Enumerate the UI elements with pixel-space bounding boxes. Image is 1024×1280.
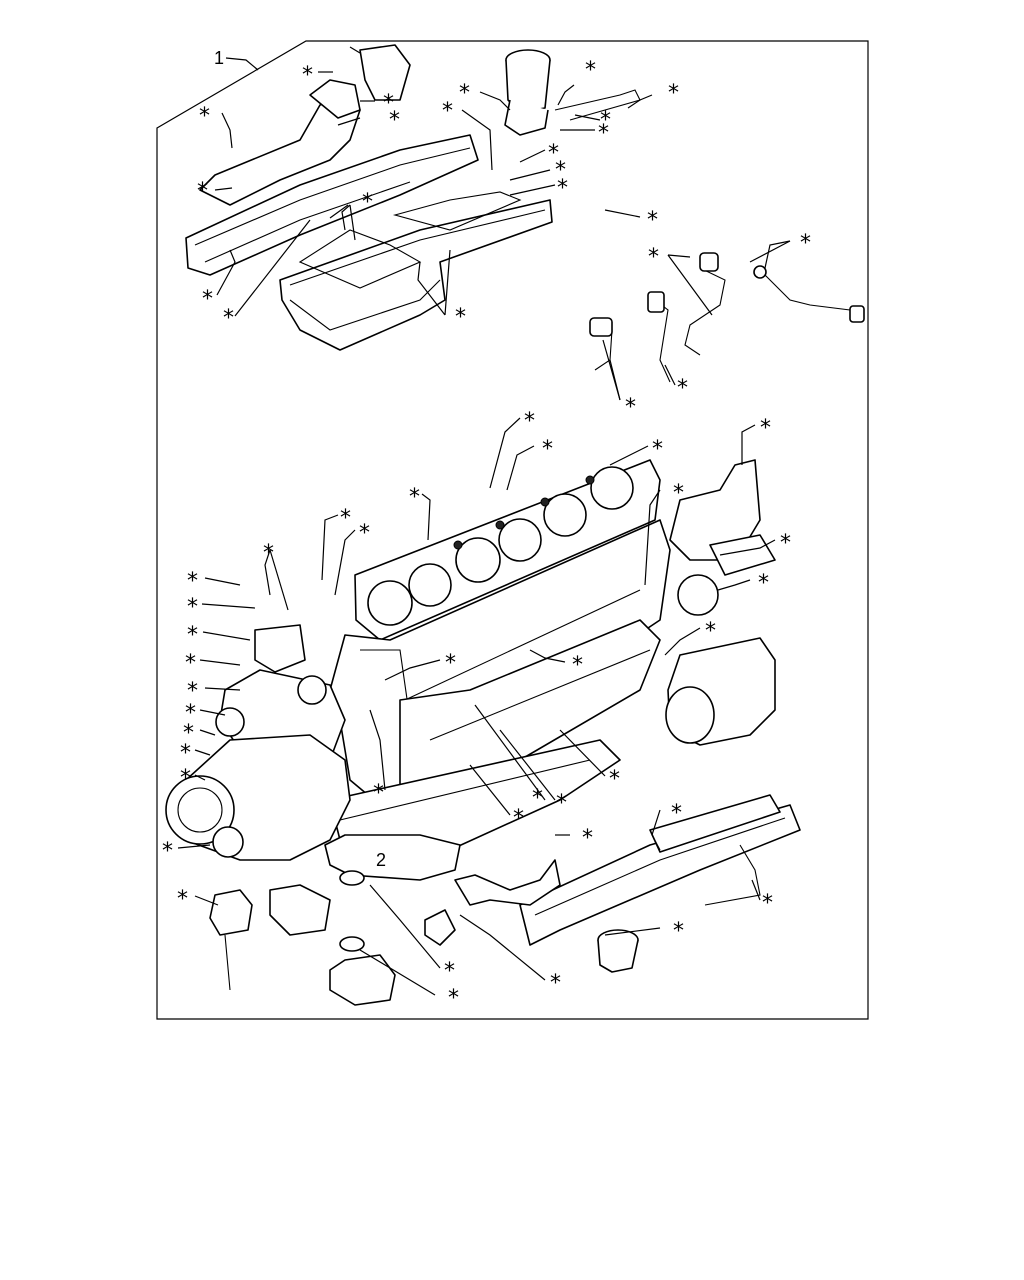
callout-marker: * [187, 595, 198, 620]
callout-marker: * [780, 531, 791, 556]
callout-marker: * [800, 231, 811, 256]
callout-marker: * [187, 679, 198, 704]
callout-marker: * [760, 416, 771, 441]
oil-filler-neck [504, 49, 551, 136]
callout-marker: * [758, 571, 769, 596]
breather-pipe [554, 89, 641, 121]
rear-crank-seal [677, 574, 719, 616]
callout-marker: * [548, 141, 559, 166]
callout-marker: * [762, 891, 773, 916]
callout-marker: * [647, 208, 658, 233]
thermostat-housing [209, 889, 253, 991]
callout-marker: * [557, 176, 568, 201]
oil-pump-pickup [424, 859, 561, 946]
callout-marker: * [223, 306, 234, 331]
callout-marker: * [183, 721, 194, 746]
intake-manifold [185, 44, 479, 276]
exhaust-manifold [669, 459, 776, 576]
callout-marker: * [673, 481, 684, 506]
callout-marker: * [340, 506, 351, 531]
callout-marker: * [555, 158, 566, 183]
callout-markers: * * * * * * * * * * * * * * * * * * * * … [162, 58, 811, 1011]
callout-marker: * [652, 437, 663, 462]
diagram-frame [156, 40, 869, 1020]
callout-marker: * [677, 376, 688, 401]
callout-marker: * [185, 701, 196, 726]
callout-marker: * [671, 801, 682, 826]
callout-marker: * [572, 653, 583, 678]
callout-marker: * [187, 623, 198, 648]
callout-marker: * [263, 541, 274, 566]
callout-marker: * [383, 91, 394, 116]
assembly-ref-label: 1 [214, 48, 224, 68]
cylinder-head-gasket [354, 459, 661, 641]
callout-marker: * [202, 287, 213, 312]
callout-marker: * [180, 766, 191, 791]
callout-marker: * [585, 58, 596, 83]
engine-block [329, 519, 671, 806]
callout-marker: * [445, 651, 456, 676]
water-pump-housing [269, 834, 461, 1006]
callout-marker: * [187, 569, 198, 594]
callout-marker: * [444, 959, 455, 984]
sub-ref-label: 2 [376, 850, 386, 870]
callout-marker: * [162, 839, 173, 864]
callout-marker: * [513, 806, 524, 831]
side-cover-gasket [519, 794, 801, 946]
injector-pipe-group [589, 252, 865, 383]
callout-marker: * [542, 437, 553, 462]
callout-marker: * [600, 108, 611, 133]
callout-marker: * [180, 741, 191, 766]
rocker-cover [279, 191, 553, 351]
callout-marker: * [455, 305, 466, 330]
callout-marker: * [625, 395, 636, 420]
callout-marker: * [648, 245, 659, 270]
callout-marker: * [705, 619, 716, 644]
callout-marker: * [409, 485, 420, 510]
callout-marker: * [598, 121, 609, 146]
callout-marker: * [373, 781, 384, 806]
callout-marker: * [609, 767, 620, 792]
callout-marker: * [448, 986, 459, 1011]
callout-marker: * [532, 786, 543, 811]
oil-filter [597, 929, 639, 973]
callout-marker: * [459, 81, 470, 106]
leader-lines [177, 46, 791, 996]
callout-marker: * [302, 63, 313, 88]
callout-marker: * [185, 651, 196, 676]
assembly-ref-leader [225, 57, 259, 71]
callout-marker: * [556, 791, 567, 816]
callout-marker: * [359, 521, 370, 546]
callout-marker: * [442, 99, 453, 124]
callout-marker: * [524, 409, 535, 434]
callout-marker: * [197, 179, 208, 204]
callout-marker: * [582, 826, 593, 851]
callout-marker: * [362, 190, 373, 215]
timing-gear-case [165, 624, 351, 861]
dipstick-tube [704, 844, 761, 906]
callout-marker: * [177, 887, 188, 912]
callout-marker: * [199, 104, 210, 129]
callout-marker: * [389, 108, 400, 133]
callout-marker: * [550, 971, 561, 996]
callout-marker: * [673, 919, 684, 944]
callout-marker: * [668, 81, 679, 106]
flywheel-housing [665, 637, 776, 746]
front-crank-seal [212, 826, 244, 858]
